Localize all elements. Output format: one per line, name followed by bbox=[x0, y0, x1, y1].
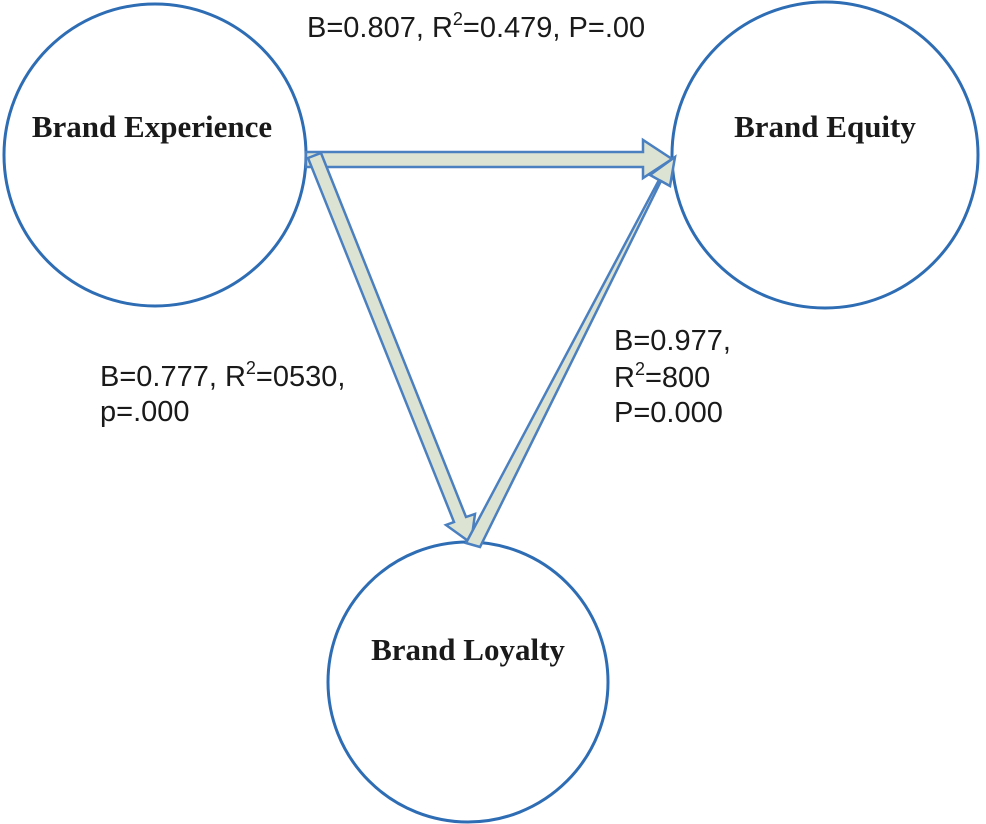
brand-loyalty-circle bbox=[326, 540, 610, 824]
brand-loyalty-label: Brand Loyalty bbox=[371, 632, 565, 667]
edge-stat-experience-loyalty: B=0.777, R2=0530, bbox=[100, 358, 345, 393]
edge-stat-loyalty-equity-p: P=0.000 bbox=[614, 397, 723, 429]
brand-equity-label: Brand Equity bbox=[734, 109, 916, 144]
arrow-experience-to-equity bbox=[304, 137, 675, 181]
brand-experience-label: Brand Experience bbox=[32, 109, 272, 144]
edge-stat-experience-loyalty-p: p=.000 bbox=[100, 396, 190, 428]
edge-stat-loyalty-equity-r2: R2=800 bbox=[614, 359, 710, 394]
brand-experience-circle bbox=[2, 2, 308, 308]
edge-stat-loyalty-equity-b: B=0.977, bbox=[614, 325, 731, 357]
brand-equity-circle bbox=[670, 0, 980, 310]
edge-stat-experience-equity: B=0.807, R2=0.479, P=.00 bbox=[307, 9, 645, 44]
arrow-experience-to-loyalty bbox=[306, 151, 477, 546]
arrow-loyalty-to-equity bbox=[464, 154, 677, 549]
